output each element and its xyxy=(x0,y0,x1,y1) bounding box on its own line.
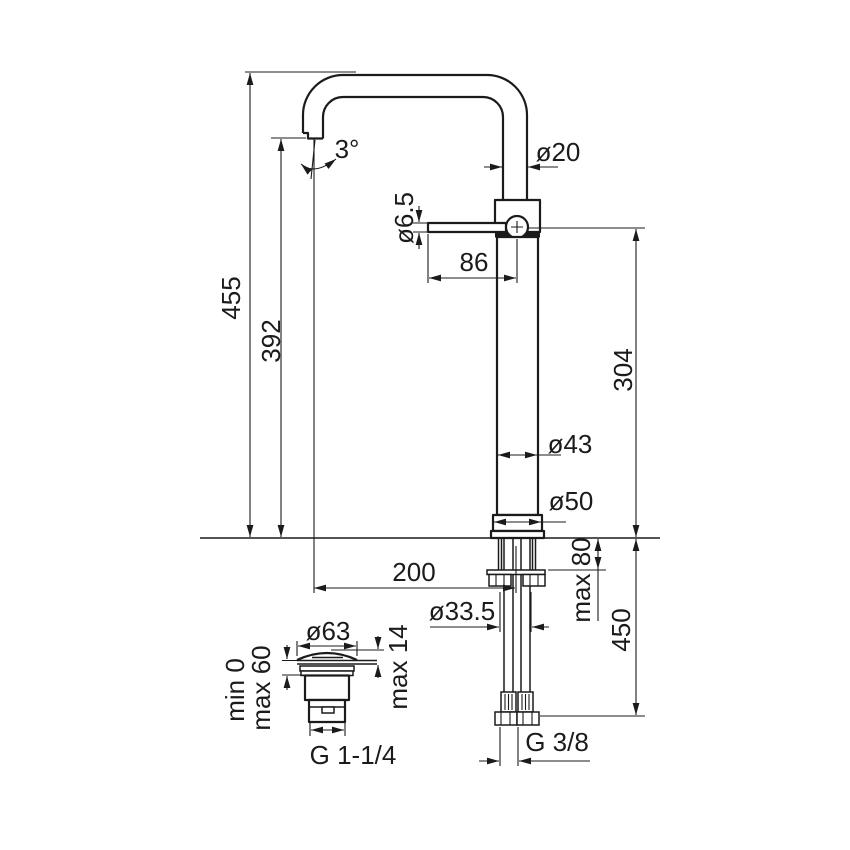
dim-waste-deck-thickness: min 0 max 60 xyxy=(220,645,306,731)
dim-spout-outlet-height: 392 xyxy=(256,137,306,537)
dim-hose-length: 450 xyxy=(540,539,645,717)
waste-deck-max-label: max 60 xyxy=(246,645,276,730)
supply-hoses xyxy=(497,538,537,692)
dim-spout-tube-diameter: ø20 xyxy=(484,137,581,171)
dim-waste-cap-diameter: ø63 xyxy=(296,616,358,656)
dim-hose-thread: G 3/8 xyxy=(479,727,590,766)
hose-thread-label: G 3/8 xyxy=(525,727,589,757)
dim-max-deck-thickness: max 80 xyxy=(548,537,606,623)
dim-waste-cap-height: max 14 xyxy=(331,624,413,710)
waste-thread-label: G 1-1/4 xyxy=(310,740,397,770)
total-height-label: 455 xyxy=(216,276,246,319)
lever-diameter-label: ø6.5 xyxy=(389,192,419,244)
spout-outline xyxy=(301,73,529,200)
dim-base-diameter: ø50 xyxy=(494,486,594,526)
spout-tube-diameter-label: ø20 xyxy=(536,137,581,167)
drain-assembly xyxy=(296,651,377,724)
waste-cap-height-label: max 14 xyxy=(383,624,413,709)
lever-handle xyxy=(426,214,530,240)
dim-lever-length: 86 xyxy=(427,234,518,283)
base-diameter-label: ø50 xyxy=(549,486,594,516)
dim-total-height: 455 xyxy=(216,71,356,537)
dim-lever-diameter: ø6.5 xyxy=(389,192,429,249)
spout-angle-label: 3° xyxy=(335,134,360,164)
hose-length-label: 450 xyxy=(606,608,636,651)
dim-body-height: 304 xyxy=(529,227,645,537)
spout-reach-label: 200 xyxy=(392,557,435,587)
dim-waste-thread: G 1-1/4 xyxy=(309,723,397,770)
dim-body-diameter: ø43 xyxy=(498,429,592,459)
body-column xyxy=(489,235,546,540)
dim-spout-reach: 200 xyxy=(314,546,517,593)
hose-end-fittings xyxy=(494,691,540,726)
spout-outlet-height-label: 392 xyxy=(256,319,286,362)
deck-hole-diameter-label: ø33.5 xyxy=(429,596,496,626)
body-height-label: 304 xyxy=(608,348,638,391)
dim-spout-angle: 3° xyxy=(300,134,360,593)
max-deck-thickness-label: max 80 xyxy=(566,537,596,622)
body-diameter-label: ø43 xyxy=(548,429,593,459)
lever-length-label: 86 xyxy=(460,247,489,277)
waste-cap-diameter-label: ø63 xyxy=(306,616,351,646)
waste-deck-min-label: min 0 xyxy=(220,658,250,722)
dim-deck-hole-diameter: ø33.5 xyxy=(429,592,549,632)
